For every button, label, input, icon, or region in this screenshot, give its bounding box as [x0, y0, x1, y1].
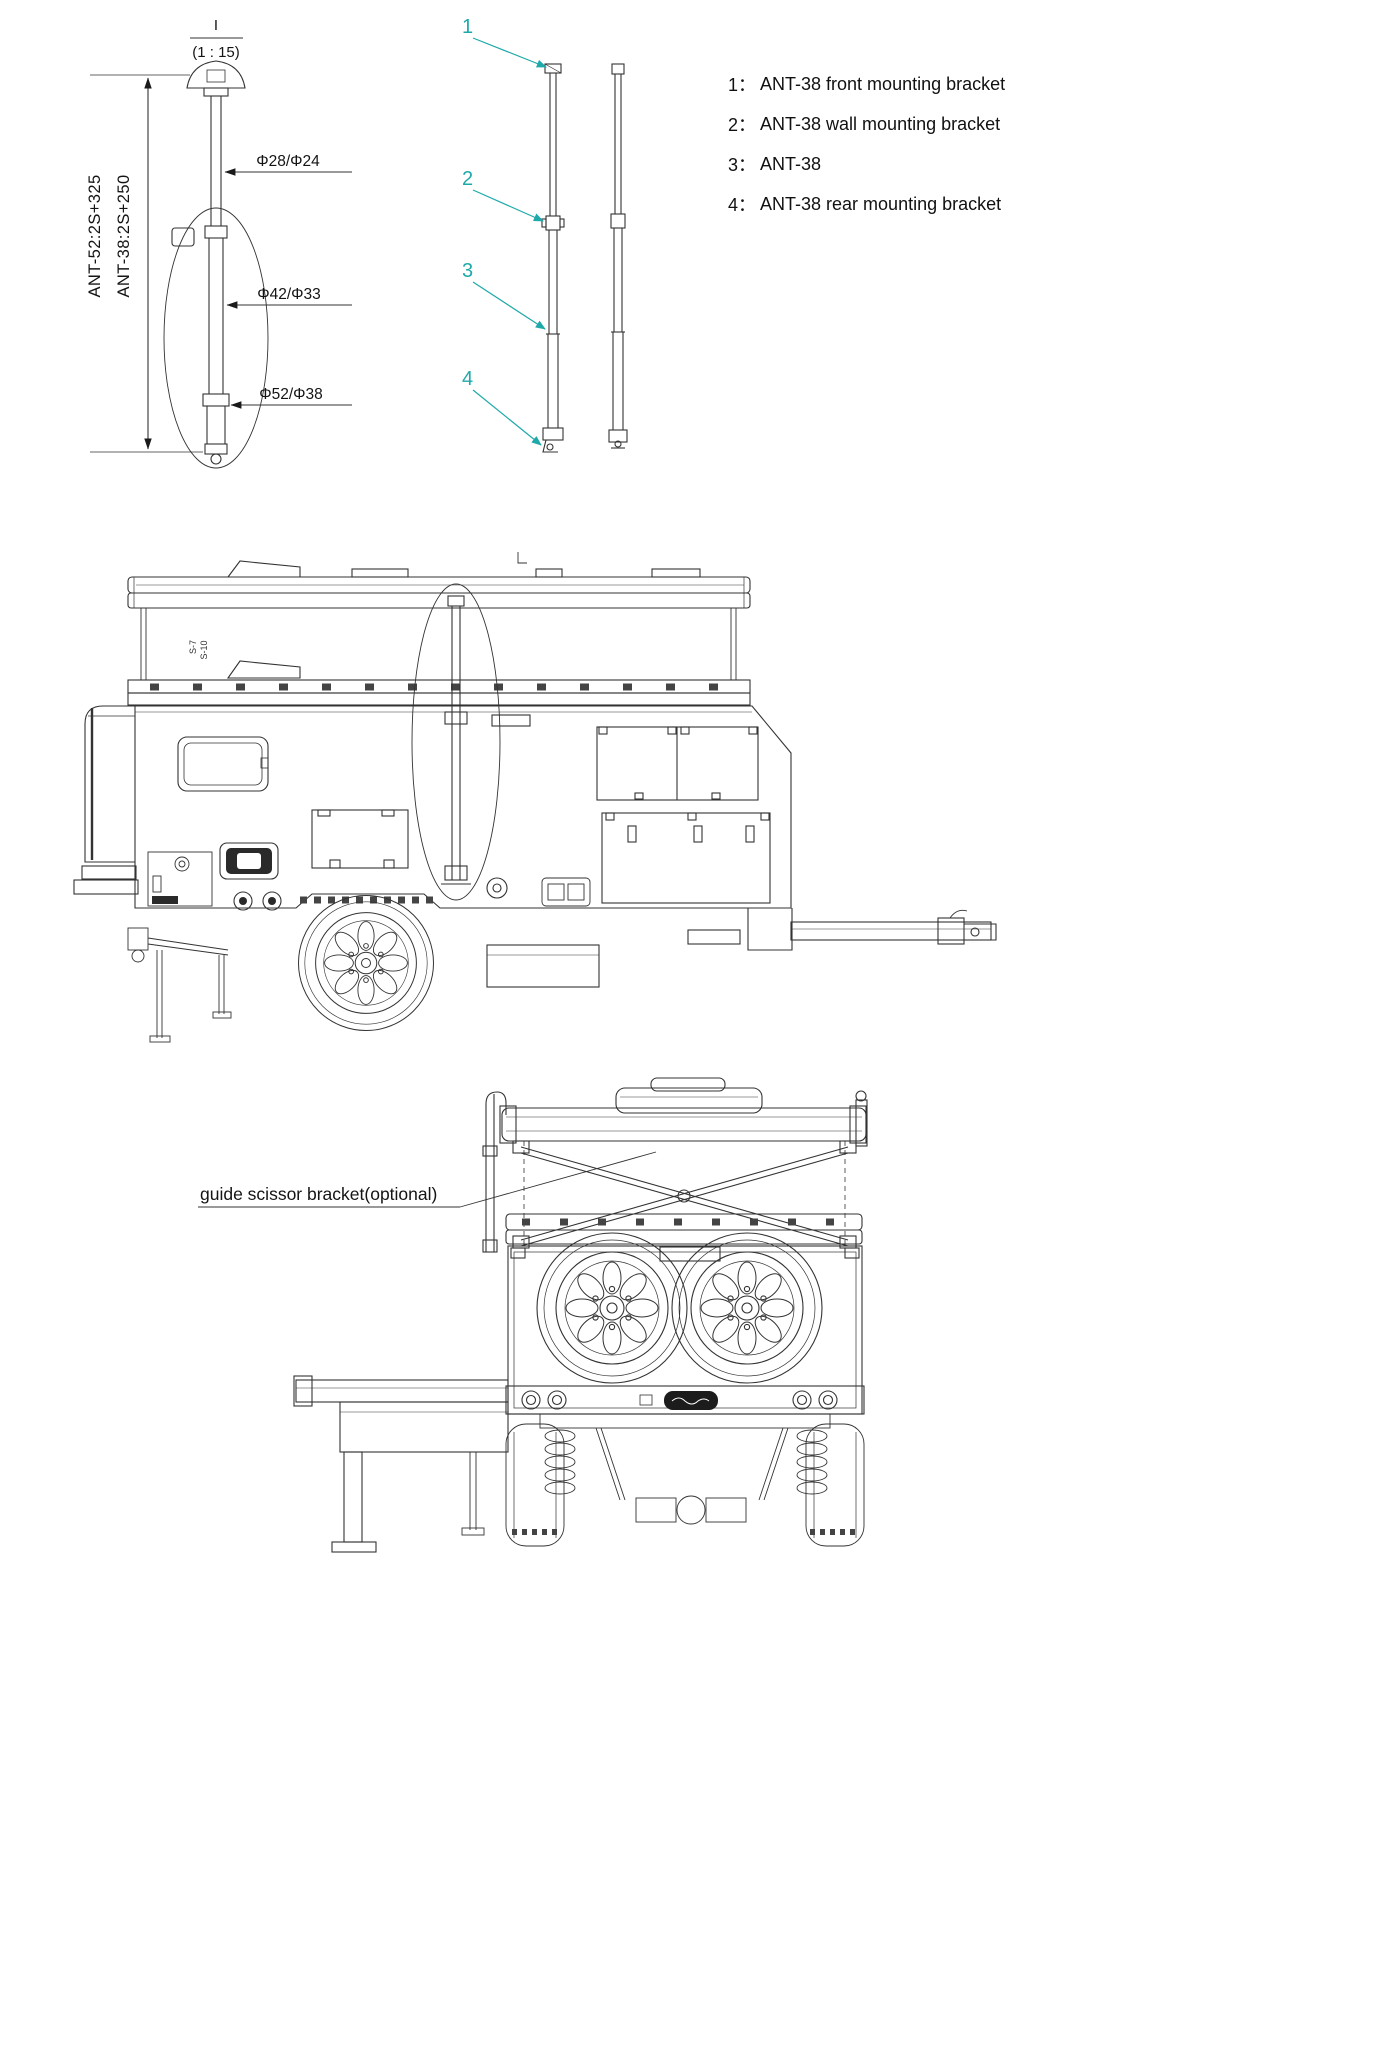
- filler-caps: [233, 891, 282, 911]
- rear-bumper: [505, 1385, 865, 1415]
- front-storage-box: [73, 705, 139, 895]
- rear-bracket: [542, 427, 564, 441]
- spare-wheel-left: [536, 1232, 688, 1384]
- dim-dia-top: Φ28/Φ24: [224, 153, 352, 176]
- dim-dia-mid: Φ42/Φ33: [226, 286, 352, 309]
- section-marker: [517, 552, 527, 564]
- legend-item-4-label: ANT-38 rear mounting bracket: [760, 193, 1002, 214]
- roof-note-1: S-7: [188, 640, 198, 654]
- power-sockets: [541, 877, 591, 907]
- roof-lower-rail: [127, 679, 751, 706]
- detail-scale-label: (1 : 15): [192, 44, 240, 61]
- legend-item-3-number: 3：: [728, 155, 757, 175]
- roof-lift-struts: [140, 608, 737, 680]
- rear-view-drawbar: [293, 1375, 509, 1553]
- ground-wheel-left: [505, 1423, 565, 1547]
- control-panel: [147, 851, 213, 907]
- undercarriage: [505, 1413, 865, 1547]
- trailer-side-view: S-7 S-10: [73, 552, 997, 1043]
- callout-leaders: 1 2 3 4: [462, 16, 547, 446]
- roof-cap: [615, 1077, 763, 1114]
- antenna-mast-detail: [171, 96, 230, 465]
- detail-section-label: I: [214, 17, 218, 34]
- rear-lower-door: [601, 812, 771, 904]
- brand-badge: [664, 1391, 718, 1410]
- parts-legend: 1： ANT-38 front mounting bracket 2： ANT-…: [728, 64, 1005, 224]
- callout-3: 3: [462, 260, 473, 282]
- scissor-lift: [512, 1140, 857, 1249]
- antenna-profile-view: [608, 63, 628, 449]
- rear-stabilizer: [687, 929, 741, 945]
- rear-antenna-pole: [482, 1091, 507, 1253]
- dim-dia-top-label: Φ28/Φ24: [256, 153, 320, 170]
- raised-roof-panel: [499, 1105, 867, 1144]
- legend-item-2-label: ANT-38 wall mounting bracket: [760, 113, 1001, 134]
- mast-side-clip: [171, 227, 195, 247]
- dim-dia-mid-label: Φ42/Φ33: [257, 286, 321, 303]
- roof-latch: [491, 714, 531, 727]
- roof-vent-scoop: [226, 560, 301, 578]
- legend-item-4-number: 4：: [728, 195, 757, 215]
- axle-housing: [635, 1495, 747, 1525]
- round-vent: [486, 877, 508, 899]
- mounted-antenna: [411, 552, 527, 901]
- coil-spring-right: [796, 1429, 828, 1495]
- legend-item-1: 1： ANT-38 front mounting bracket: [728, 64, 1005, 104]
- trailer-rear-view: guide scissor bracket(optional): [198, 1077, 868, 1553]
- wall-bracket: [545, 215, 561, 231]
- speaker-vent: [219, 842, 279, 880]
- front-stabilizer-legs: [127, 927, 232, 1043]
- dim-dia-bottom: Φ52/Φ38: [230, 386, 352, 409]
- legend-item-3-label: ANT-38: [760, 153, 822, 174]
- detail-balloon-ellipse: [163, 207, 269, 469]
- lowered-roof-rail: [505, 1213, 863, 1245]
- legend-item-2: 2： ANT-38 wall mounting bracket: [728, 104, 1005, 144]
- legend-item-3: 3： ANT-38: [728, 144, 1005, 184]
- legend-item-1-number: 1：: [728, 75, 757, 95]
- support-leg: [461, 1452, 485, 1536]
- front-hatch-door: [311, 809, 409, 869]
- rear-upper-doors: [596, 726, 759, 801]
- trailer-body: [134, 705, 792, 909]
- legend-item-2-number: 2：: [728, 115, 757, 135]
- coil-spring-left: [544, 1429, 576, 1495]
- antenna-detail-view: I (1 : 15) Φ28/Φ24: [86, 17, 352, 469]
- dim-dia-bottom-label: Φ52/Φ38: [259, 386, 323, 403]
- drawbar: [790, 909, 997, 945]
- coupler-handle: [949, 909, 968, 919]
- pop-top-roof: [127, 560, 751, 609]
- right-roof-latch: [855, 1090, 868, 1147]
- ground-wheel-right: [805, 1423, 865, 1547]
- callout-1: 1: [462, 16, 473, 38]
- lower-vent-scoop: [226, 660, 301, 679]
- legend-item-1-label: ANT-38 front mounting bracket: [760, 73, 1006, 94]
- antenna-dome-cap: [186, 60, 246, 97]
- roof-note-2: S-10: [199, 640, 209, 659]
- callout-2: 2: [462, 168, 473, 190]
- rear-step: [747, 908, 793, 951]
- jockey-leg: [331, 1451, 377, 1553]
- side-window: [177, 736, 269, 792]
- side-wheel: [298, 895, 434, 1031]
- antenna-front-view: [541, 63, 565, 453]
- dim-height-ant38-label: ANT-38:2S+250: [115, 174, 133, 297]
- underbody-tank: [486, 944, 600, 988]
- spare-wheel-right: [671, 1232, 823, 1384]
- dim-height-ant52-label: ANT-52:2S+325: [86, 174, 104, 297]
- side-detail-balloon: [411, 583, 501, 901]
- scissor-annotation-label: guide scissor bracket(optional): [200, 1184, 437, 1204]
- legend-item-4: 4： ANT-38 rear mounting bracket: [728, 184, 1005, 224]
- scissor-annotation: guide scissor bracket(optional): [198, 1151, 657, 1208]
- callout-4: 4: [462, 368, 473, 390]
- dim-overall-height: ANT-52:2S+325 ANT-38:2S+250: [86, 74, 203, 453]
